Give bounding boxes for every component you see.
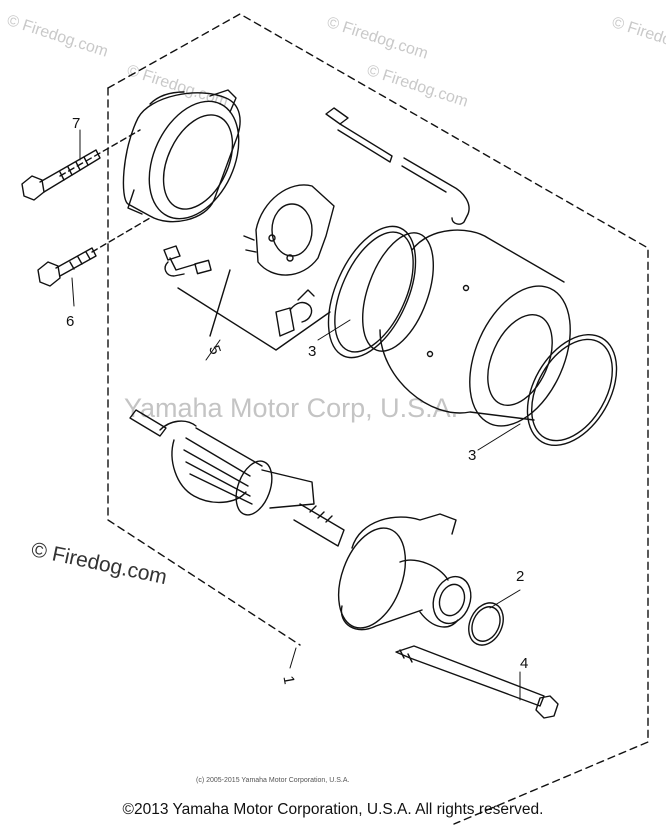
assembly-outline <box>107 13 649 825</box>
small-copyright: (c) 2005-2015 Yamaha Motor Corporation, … <box>196 777 350 784</box>
callout-3: 3 <box>468 447 476 464</box>
assembly-outline-left <box>107 87 301 646</box>
callout-4: 4 <box>520 655 528 672</box>
footer-copyright: ©2013 Yamaha Motor Corporation, U.S.A. A… <box>122 801 544 818</box>
bolt-7 <box>21 129 141 201</box>
brush-set <box>163 245 331 351</box>
rear-cover <box>122 89 241 223</box>
o-ring-upper <box>327 225 417 359</box>
callout-2: 2 <box>516 568 524 585</box>
callout-3: 3 <box>308 343 316 360</box>
lead-wire <box>325 107 470 225</box>
armature <box>129 409 345 547</box>
through-bolt-4 <box>395 645 559 719</box>
brush-plate <box>243 184 335 276</box>
o-ring-2 <box>468 602 504 646</box>
watermark-center: Yamaha Motor Corp, U.S.A. <box>124 393 459 423</box>
front-cover <box>337 513 472 631</box>
callout-7: 7 <box>72 115 80 132</box>
callout-5: 5 <box>205 343 224 357</box>
o-ring-lower <box>526 333 618 447</box>
bolt-6 <box>37 217 151 287</box>
callout-6: 6 <box>66 313 74 330</box>
yoke <box>362 229 571 427</box>
callout-1: 1 <box>279 674 297 685</box>
